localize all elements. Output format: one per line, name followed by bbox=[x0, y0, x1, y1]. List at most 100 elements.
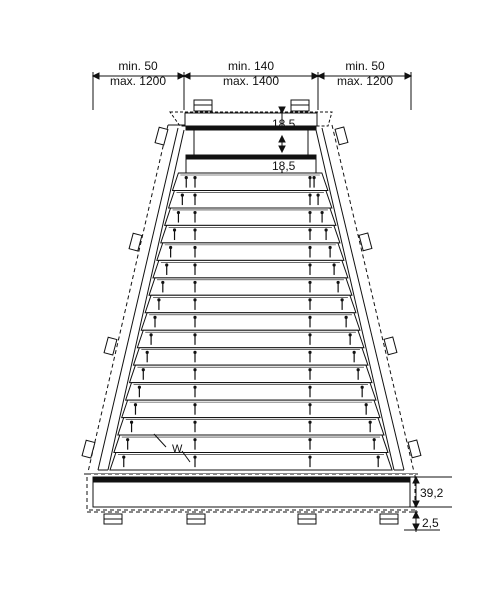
lift-cord bbox=[308, 298, 312, 310]
lift-cord bbox=[308, 263, 312, 275]
pleat bbox=[109, 452, 393, 471]
rail-offset-label: 2,5 bbox=[422, 516, 439, 530]
lift-cord bbox=[193, 403, 197, 415]
pleat bbox=[132, 347, 369, 366]
lift-cord bbox=[133, 403, 138, 415]
pleat bbox=[163, 207, 337, 226]
lift-cord bbox=[324, 228, 328, 241]
lift-cord bbox=[193, 350, 197, 363]
lift-cord bbox=[308, 245, 312, 258]
lift-cord bbox=[161, 280, 165, 293]
lift-cord bbox=[193, 245, 197, 258]
lift-cord bbox=[328, 245, 332, 258]
lift-cord bbox=[376, 455, 380, 468]
second-gap-label: 18,5 bbox=[272, 159, 296, 173]
lift-cord bbox=[193, 438, 197, 450]
left-side-frame bbox=[87, 124, 185, 473]
pleat bbox=[144, 294, 357, 314]
bottom-rail bbox=[84, 473, 418, 513]
lift-cord bbox=[368, 420, 372, 433]
lift-cord bbox=[344, 315, 348, 328]
rail-height-label: 39,2 bbox=[420, 486, 444, 500]
center-min-label: min. 140 bbox=[228, 59, 274, 73]
lift-cord bbox=[348, 333, 352, 345]
lift-cord bbox=[308, 368, 312, 380]
pleat bbox=[156, 242, 345, 261]
lift-cord bbox=[157, 298, 161, 310]
right-min-label: min. 50 bbox=[345, 59, 385, 73]
lift-cord bbox=[308, 420, 312, 433]
lift-cord bbox=[122, 455, 126, 468]
lift-cord bbox=[308, 385, 312, 398]
left-min-label: min. 50 bbox=[118, 59, 158, 73]
lift-cord bbox=[145, 350, 149, 363]
right-side-frame bbox=[315, 124, 415, 473]
lift-cord bbox=[193, 315, 197, 328]
pleat bbox=[167, 189, 333, 209]
lift-cord bbox=[193, 210, 197, 223]
lift-cord bbox=[336, 280, 340, 293]
lift-cord bbox=[126, 438, 130, 450]
lift-cord bbox=[149, 333, 153, 345]
lift-cord bbox=[193, 455, 197, 468]
lift-cord bbox=[193, 333, 197, 345]
lift-cord bbox=[332, 263, 336, 275]
lift-cord bbox=[308, 193, 312, 206]
lift-cord bbox=[165, 263, 169, 275]
pleat bbox=[117, 417, 385, 436]
pleat bbox=[160, 224, 341, 244]
lift-cord bbox=[308, 350, 312, 363]
lift-cord bbox=[308, 403, 312, 415]
left-max-label: max. 1200 bbox=[110, 74, 166, 88]
rail-dimensions bbox=[404, 475, 452, 532]
center-max-label: max. 1400 bbox=[223, 74, 279, 88]
top-dimensions bbox=[91, 72, 413, 110]
lift-cord bbox=[193, 176, 197, 188]
lift-cord bbox=[308, 315, 312, 328]
lift-cord bbox=[193, 193, 197, 206]
pleat bbox=[140, 312, 361, 331]
lift-cord bbox=[360, 385, 364, 398]
lift-cord bbox=[141, 368, 145, 380]
side-brackets bbox=[81, 126, 422, 459]
right-max-label: max. 1200 bbox=[337, 74, 393, 88]
lift-cord bbox=[129, 420, 134, 433]
lift-cord bbox=[308, 333, 312, 345]
lift-cord bbox=[316, 193, 320, 206]
lift-cord bbox=[340, 298, 344, 310]
lift-cord bbox=[193, 263, 197, 275]
lift-cord bbox=[180, 193, 184, 206]
head-rail bbox=[169, 111, 333, 174]
bottom-clips bbox=[103, 513, 399, 525]
lift-cord bbox=[356, 368, 360, 380]
lift-cord bbox=[193, 298, 197, 310]
pleat bbox=[148, 277, 353, 296]
pleat bbox=[136, 329, 365, 349]
lift-cord bbox=[308, 280, 312, 293]
pleat bbox=[128, 364, 373, 384]
lift-cord bbox=[184, 176, 188, 188]
top-clips bbox=[193, 99, 310, 112]
top-gap-label: 18,5 bbox=[272, 117, 296, 131]
lift-cord bbox=[308, 176, 312, 188]
lift-cord bbox=[137, 385, 141, 398]
lift-cord bbox=[312, 176, 316, 188]
lift-cord bbox=[352, 350, 356, 363]
pleat bbox=[113, 434, 389, 454]
pleat bbox=[124, 382, 377, 401]
lift-cord bbox=[320, 210, 324, 223]
lift-cord bbox=[193, 420, 197, 433]
lift-cord bbox=[193, 385, 197, 398]
pleat bbox=[152, 259, 349, 279]
lift-cord bbox=[308, 210, 312, 223]
lift-cord bbox=[193, 228, 197, 241]
lift-cord bbox=[364, 403, 368, 415]
lift-cord bbox=[172, 228, 177, 241]
pleat bbox=[121, 399, 381, 419]
pleat bbox=[171, 172, 329, 191]
lift-cord bbox=[193, 368, 197, 380]
lift-cord bbox=[372, 438, 376, 450]
lift-cord bbox=[308, 455, 312, 468]
lift-cord bbox=[176, 210, 181, 223]
